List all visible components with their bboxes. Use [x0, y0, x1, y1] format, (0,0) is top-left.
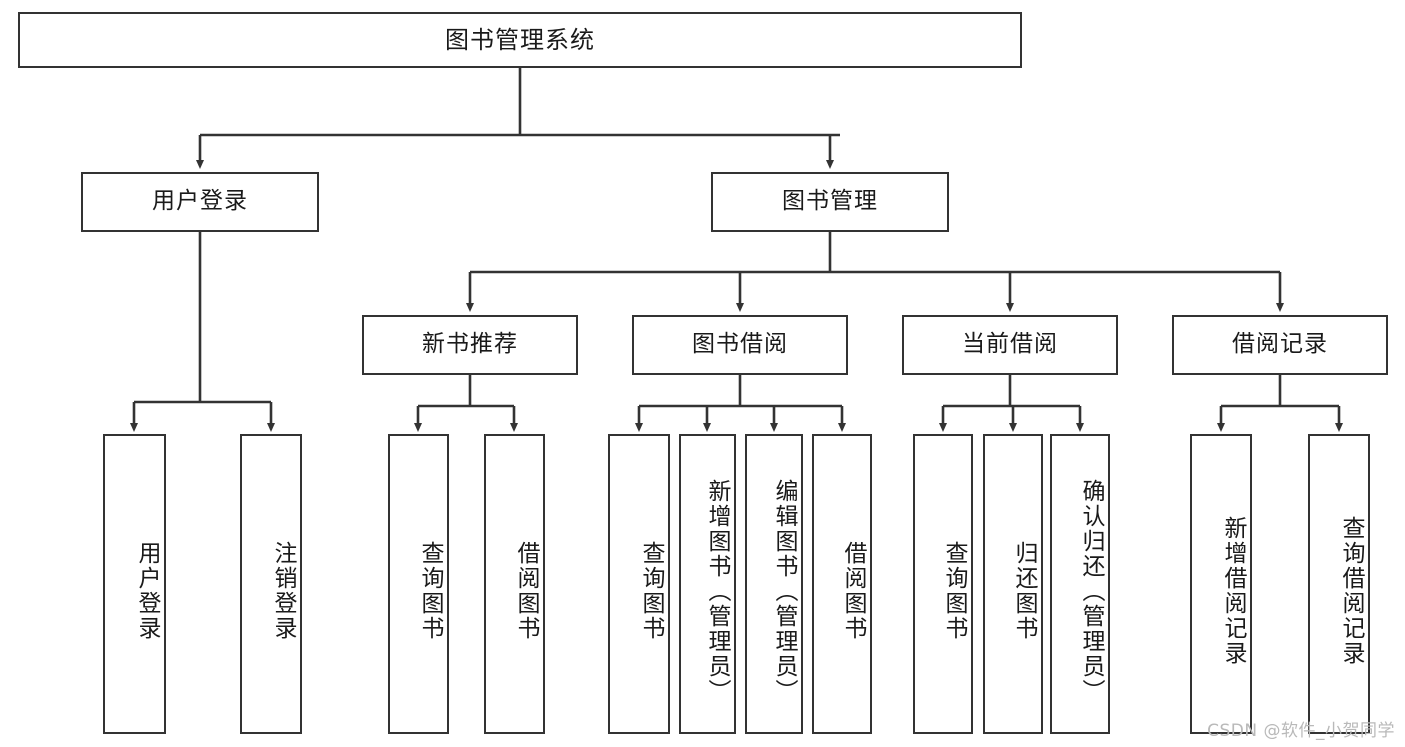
- leaf-node[interactable]: 新增借阅记录: [1190, 434, 1252, 734]
- node-root[interactable]: 图书管理系统: [18, 12, 1022, 68]
- leaf-node[interactable]: 编辑图书（管理员）: [745, 434, 803, 734]
- node-label: 编辑图书（管理员）: [771, 478, 797, 704]
- node-label: 图书管理: [782, 188, 878, 215]
- leaf-node[interactable]: 确认归还（管理员）: [1050, 434, 1110, 734]
- node-label: 图书管理系统: [445, 25, 595, 54]
- leaf-node[interactable]: 借阅图书: [812, 434, 872, 734]
- node-label: 查询借阅记录: [1338, 516, 1364, 666]
- node-label: 借阅记录: [1232, 331, 1328, 358]
- node-level2-user-login[interactable]: 用户登录: [81, 172, 319, 232]
- node-level3-book-borrow[interactable]: 图书借阅: [632, 315, 848, 375]
- leaf-node[interactable]: 查询图书: [913, 434, 973, 734]
- node-label: 借阅图书: [513, 541, 539, 641]
- node-label: 查询图书: [941, 541, 967, 641]
- node-label: 用户登录: [134, 541, 160, 641]
- leaf-node[interactable]: 新增图书（管理员）: [679, 434, 736, 734]
- node-label: 新书推荐: [422, 331, 518, 358]
- node-label: 图书借阅: [692, 331, 788, 358]
- leaf-node[interactable]: 查询借阅记录: [1308, 434, 1370, 734]
- node-label: 新增借阅记录: [1220, 516, 1246, 666]
- node-level3-borrow-record[interactable]: 借阅记录: [1172, 315, 1388, 375]
- node-level3-current-borrow[interactable]: 当前借阅: [902, 315, 1118, 375]
- node-level2-book-management[interactable]: 图书管理: [711, 172, 949, 232]
- node-label: 用户登录: [152, 188, 248, 215]
- leaf-node[interactable]: 借阅图书: [484, 434, 545, 734]
- watermark: CSDN @软件_小贺同学: [1207, 721, 1395, 741]
- node-label: 确认归还（管理员）: [1078, 478, 1104, 704]
- leaf-node[interactable]: 查询图书: [388, 434, 449, 734]
- node-label: 借阅图书: [840, 541, 866, 641]
- node-label: 查询图书: [417, 541, 443, 641]
- leaf-node[interactable]: 注销登录: [240, 434, 302, 734]
- leaf-node[interactable]: 用户登录: [103, 434, 166, 734]
- leaf-node[interactable]: 归还图书: [983, 434, 1043, 734]
- node-label: 归还图书: [1011, 541, 1037, 641]
- node-label: 新增图书（管理员）: [704, 478, 730, 704]
- node-level3-new-book-recommend[interactable]: 新书推荐: [362, 315, 578, 375]
- node-label: 查询图书: [638, 541, 664, 641]
- leaf-node[interactable]: 查询图书: [608, 434, 670, 734]
- node-label: 注销登录: [270, 541, 296, 641]
- node-label: 当前借阅: [962, 331, 1058, 358]
